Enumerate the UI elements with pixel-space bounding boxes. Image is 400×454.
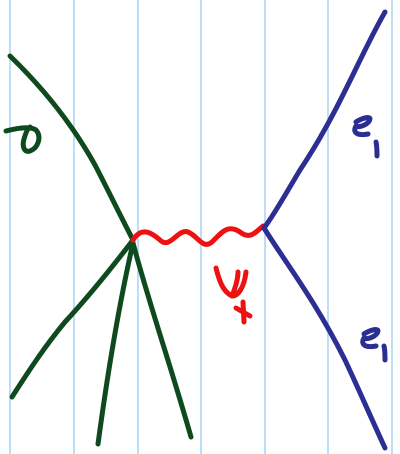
label-electron-out: e⁻ [360,327,388,363]
proton-lines [7,53,194,447]
electron-in-label-superscript [373,139,380,159]
electron-in-label-stroke [352,115,373,138]
electron-line [261,9,388,451]
label-proton: p [3,124,42,154]
proton-label-stroke [3,124,42,154]
label-photon: γ* [213,265,253,325]
notebook-rule-lines [9,0,393,454]
proton-remnant-line-middle [95,240,136,447]
proton-remnant-line-right [130,240,194,440]
proton-remnant-line-left [9,237,136,400]
photon-label-gamma-stroke [213,265,249,299]
electron-out-label-superscript [381,343,388,363]
electron-out-label-stroke [360,327,381,350]
proton-incoming-line [7,53,136,243]
photon-label-star-stroke [233,299,253,325]
virtual-photon-wavy-line [130,223,266,247]
label-electron-in: e⁻ [352,115,380,159]
